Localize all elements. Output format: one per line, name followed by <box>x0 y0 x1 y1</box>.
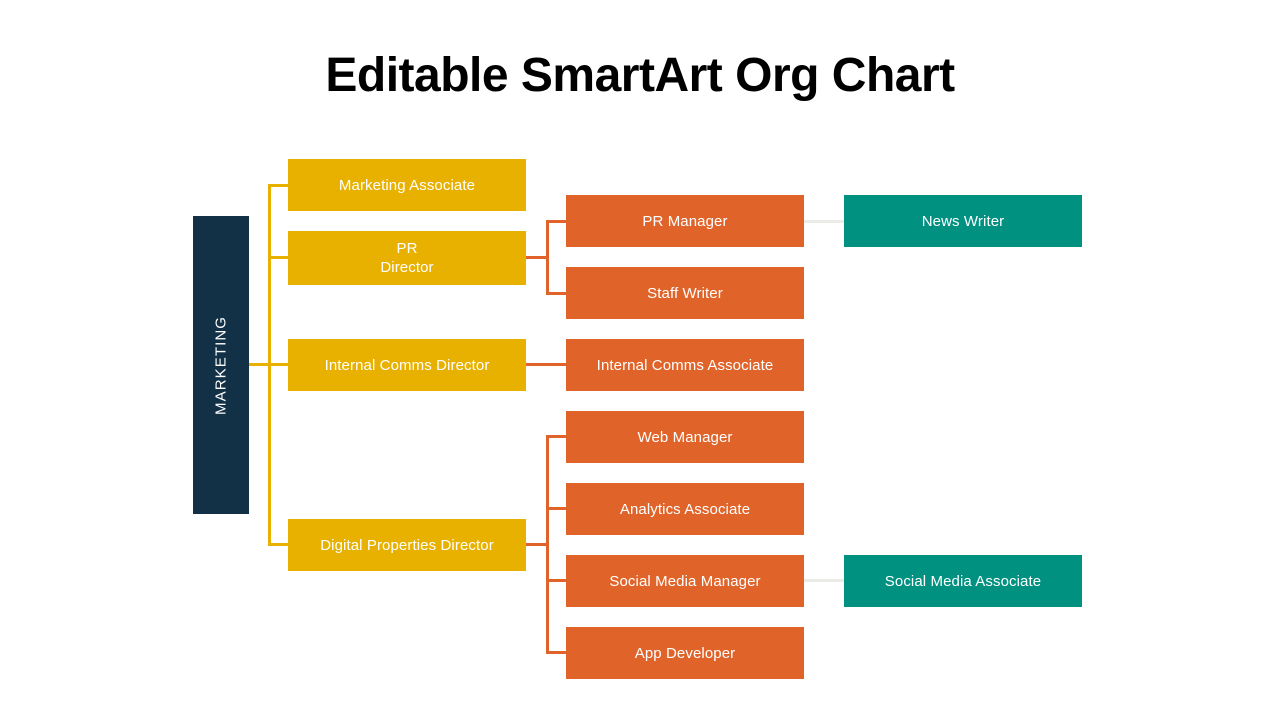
node-pr-manager[interactable]: PR Manager <box>566 195 804 247</box>
connector-to-internal-comms-associate <box>526 363 568 366</box>
connector-digital-properties-stub <box>526 543 548 546</box>
node-news-writer[interactable]: News Writer <box>844 195 1082 247</box>
connector-to-marketing-associate <box>268 184 290 187</box>
connector-to-digital-properties-director <box>268 543 290 546</box>
node-staff-writer[interactable]: Staff Writer <box>566 267 804 319</box>
connector-to-app-developer <box>546 651 568 654</box>
node-marketing[interactable]: MARKETING <box>193 216 249 514</box>
connector-to-internal-comms-director <box>268 363 290 366</box>
connector-to-web-manager <box>546 435 568 438</box>
node-internal-comms-associate[interactable]: Internal Comms Associate <box>566 339 804 391</box>
node-web-manager[interactable]: Web Manager <box>566 411 804 463</box>
connector-to-news-writer <box>804 220 846 223</box>
node-analytics-associate[interactable]: Analytics Associate <box>566 483 804 535</box>
connector-to-social-media-manager <box>546 579 568 582</box>
connector-to-analytics-associate <box>546 507 568 510</box>
connector-to-staff-writer <box>546 292 568 295</box>
connector-to-pr-manager <box>546 220 568 223</box>
node-app-developer[interactable]: App Developer <box>566 627 804 679</box>
connector-to-pr-director <box>268 256 290 259</box>
connector-digital-properties-trunk <box>546 435 549 653</box>
node-digital-properties-director[interactable]: Digital Properties Director <box>288 519 526 571</box>
connector-pr-director-trunk <box>546 220 549 295</box>
connector-to-social-media-associate <box>804 579 846 582</box>
connector-pr-director-stub <box>526 256 548 259</box>
node-marketing-associate[interactable]: Marketing Associate <box>288 159 526 211</box>
connector-root-stub <box>249 363 271 366</box>
node-internal-comms-director[interactable]: Internal Comms Director <box>288 339 526 391</box>
node-pr-director[interactable]: PR Director <box>288 231 526 285</box>
page-title: Editable SmartArt Org Chart <box>325 49 955 102</box>
node-social-media-associate[interactable]: Social Media Associate <box>844 555 1082 607</box>
node-social-media-manager[interactable]: Social Media Manager <box>566 555 804 607</box>
